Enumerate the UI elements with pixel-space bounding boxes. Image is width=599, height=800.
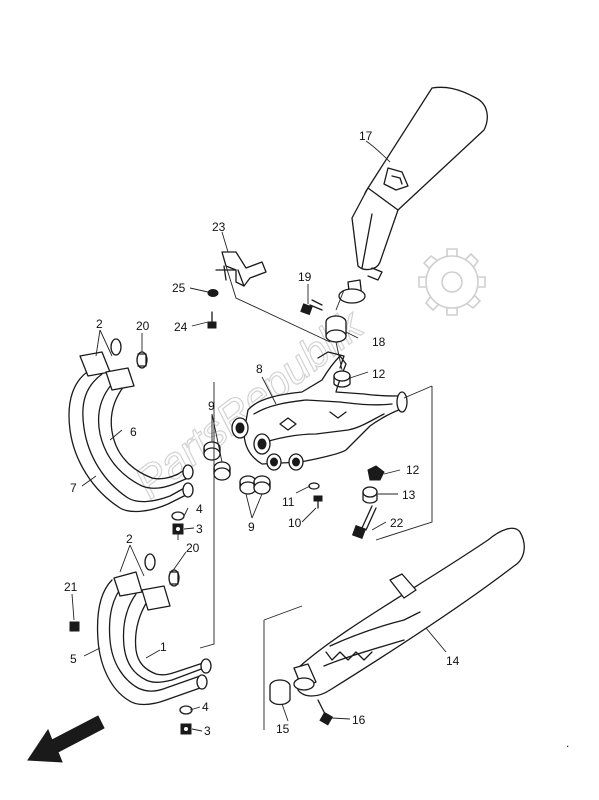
callout-18: 18 bbox=[372, 335, 386, 349]
callout-15: 15 bbox=[276, 722, 290, 736]
upper-muffler bbox=[338, 86, 488, 304]
gasket-12-lower bbox=[367, 465, 385, 481]
lower-muffler bbox=[293, 527, 525, 697]
callout-20-upper: 20 bbox=[136, 319, 150, 333]
bolt-13 bbox=[362, 486, 378, 504]
callout-20-lower: 20 bbox=[186, 541, 200, 555]
bolt-24 bbox=[207, 311, 217, 329]
callout-8: 8 bbox=[256, 362, 263, 376]
flanges-lower bbox=[144, 553, 180, 587]
bolt-19 bbox=[300, 299, 323, 316]
gear-icon bbox=[418, 248, 486, 316]
gaskets-9-lower bbox=[239, 475, 271, 495]
collector-pipe bbox=[231, 351, 408, 471]
callout-19: 19 bbox=[298, 270, 312, 284]
gasket-18 bbox=[325, 315, 347, 343]
stray-tick: . bbox=[566, 736, 569, 750]
callout-25: 25 bbox=[172, 281, 186, 295]
assembly-lines bbox=[177, 265, 433, 730]
callout-17: 17 bbox=[359, 129, 373, 143]
callout-1: 1 bbox=[160, 640, 167, 654]
callout-leaders bbox=[71, 140, 447, 732]
callout-11: 11 bbox=[282, 495, 295, 509]
callout-9-lower: 9 bbox=[248, 520, 255, 534]
gasket-15 bbox=[269, 679, 291, 706]
bolt-3-upper bbox=[172, 523, 184, 535]
callout-3-upper: 3 bbox=[196, 522, 203, 536]
header-pipes-lower bbox=[96, 571, 212, 706]
nut-25 bbox=[207, 289, 219, 297]
callout-12-upper: 12 bbox=[372, 367, 386, 381]
bolt-3-lower bbox=[180, 723, 192, 735]
callout-6: 6 bbox=[130, 425, 137, 439]
callout-5: 5 bbox=[70, 652, 77, 666]
washer-11 bbox=[308, 482, 320, 490]
front-arrow-icon bbox=[27, 715, 105, 763]
callout-4-upper: 4 bbox=[196, 502, 203, 516]
callout-21: 21 bbox=[64, 580, 78, 594]
callout-9-upper: 9 bbox=[208, 399, 215, 413]
nut-4-lower bbox=[179, 705, 193, 715]
bracket-23 bbox=[215, 251, 267, 287]
bolt-22 bbox=[351, 505, 377, 540]
callout-16: 16 bbox=[352, 713, 366, 727]
callout-2-lower: 2 bbox=[126, 532, 133, 546]
callout-labels: 17 23 25 24 19 18 12 8 2 20 6 7 9 9 11 1… bbox=[64, 129, 460, 738]
callout-22: 22 bbox=[390, 516, 404, 530]
callout-12-lower: 12 bbox=[406, 463, 420, 477]
callout-7: 7 bbox=[70, 481, 77, 495]
callout-4-lower: 4 bbox=[202, 700, 209, 714]
gaskets-9-upper bbox=[203, 441, 231, 481]
callout-10: 10 bbox=[288, 516, 302, 530]
callout-3-lower: 3 bbox=[204, 724, 211, 738]
bolt-10 bbox=[313, 495, 323, 509]
gasket-12-upper bbox=[333, 370, 351, 388]
callout-2-upper: 2 bbox=[96, 317, 103, 331]
nut-4-upper bbox=[171, 511, 185, 521]
callout-13: 13 bbox=[402, 488, 416, 502]
clamp-21 bbox=[69, 621, 80, 632]
bolt-16 bbox=[317, 699, 334, 726]
header-pipes-upper bbox=[68, 351, 194, 513]
callout-23: 23 bbox=[212, 220, 226, 234]
callout-24: 24 bbox=[174, 320, 188, 334]
callout-14: 14 bbox=[446, 654, 460, 668]
